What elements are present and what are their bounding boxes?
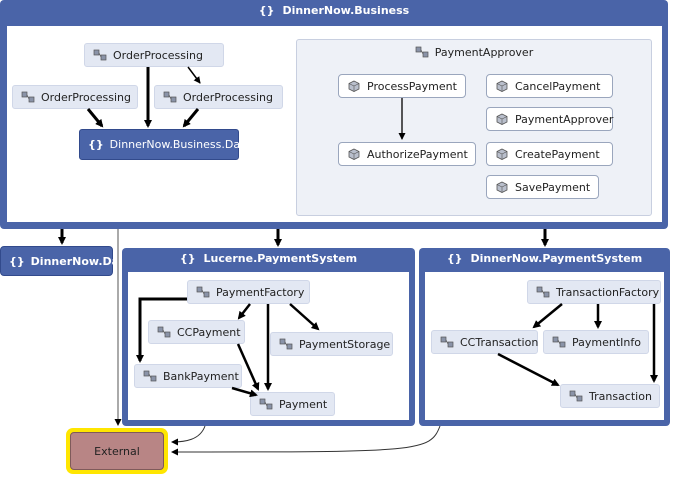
class-icon xyxy=(196,286,210,298)
namespace-icon: {} xyxy=(88,138,104,151)
node-label: CCPayment xyxy=(177,325,241,339)
method-icon xyxy=(496,113,508,125)
node-label: Transaction xyxy=(589,389,652,403)
method-icon xyxy=(496,181,508,193)
class-icon xyxy=(21,91,35,103)
member-payment-approver[interactable]: PaymentApprover xyxy=(486,107,613,131)
group-title-text: DinnerNow.PaymentSystem xyxy=(470,252,643,265)
member-cancel-payment[interactable]: CancelPayment xyxy=(486,74,613,98)
class-icon xyxy=(415,46,429,58)
bank-payment-node[interactable]: BankPayment xyxy=(134,364,242,388)
dinnernow-data-node[interactable]: {} DinnerNow.Data xyxy=(0,246,132,276)
payment-approver-label: PaymentApprover xyxy=(434,46,534,59)
node-label: OrderProcessing xyxy=(41,90,131,104)
member-label: ProcessPayment xyxy=(367,79,457,93)
member-label: CreatePayment xyxy=(515,147,600,161)
payment-info-node[interactable]: PaymentInfo xyxy=(543,330,649,354)
member-label: PaymentApprover xyxy=(515,112,614,126)
method-icon xyxy=(496,148,508,160)
cc-payment-node[interactable]: CCPayment xyxy=(148,320,245,344)
class-icon xyxy=(569,390,583,402)
node-label: OrderProcessing xyxy=(183,90,273,104)
class-icon xyxy=(440,336,454,348)
group-title-text: DinnerNow.Business xyxy=(282,4,410,17)
node-label: BankPayment xyxy=(163,369,239,383)
group-title: {} Lucerne.PaymentSystem xyxy=(122,248,415,270)
edge xyxy=(171,425,206,446)
class-icon xyxy=(157,326,171,338)
node-label: TransactionFactory xyxy=(556,285,660,299)
namespace-icon: {} xyxy=(179,252,196,265)
method-icon xyxy=(348,148,360,160)
node-label: PaymentStorage xyxy=(299,337,391,351)
class-icon xyxy=(536,286,550,298)
method-icon xyxy=(348,80,360,92)
member-authorize-payment[interactable]: AuthorizePayment xyxy=(338,142,476,166)
external-inner: External xyxy=(70,432,164,470)
node-label: DinnerNow.Business.Data xyxy=(109,138,252,151)
class-icon xyxy=(279,338,293,350)
node-label: CCTransaction xyxy=(460,335,539,349)
class-icon xyxy=(143,370,157,382)
node-label: Payment xyxy=(279,397,328,411)
member-label: CancelPayment xyxy=(515,79,601,93)
external-node[interactable]: External xyxy=(66,428,168,474)
member-process-payment[interactable]: ProcessPayment xyxy=(338,74,466,98)
order-processing-top-node[interactable]: OrderProcessing xyxy=(84,43,224,67)
node-label: DinnerNow.Data xyxy=(30,254,132,268)
class-icon xyxy=(552,336,566,348)
group-title-text: Lucerne.PaymentSystem xyxy=(203,252,358,265)
group-title: {} DinnerNow.Business xyxy=(0,0,668,22)
member-label: SavePayment xyxy=(515,180,591,194)
namespace-icon: {} xyxy=(446,252,463,265)
payment-storage-node[interactable]: PaymentStorage xyxy=(270,332,393,356)
node-label: PaymentFactory xyxy=(216,285,305,299)
group-title: {} DinnerNow.PaymentSystem xyxy=(419,248,670,270)
transaction-node[interactable]: Transaction xyxy=(560,384,660,408)
class-icon xyxy=(259,398,273,410)
transaction-factory-node[interactable]: TransactionFactory xyxy=(527,280,661,304)
class-icon xyxy=(93,49,107,61)
order-processing-right-node[interactable]: OrderProcessing xyxy=(154,85,283,109)
payment-factory-node[interactable]: PaymentFactory xyxy=(187,280,310,304)
namespace-icon: {} xyxy=(9,254,25,268)
payment-approver-title: PaymentApprover xyxy=(297,43,651,63)
business-data-node[interactable]: {} DinnerNow.Business.Data xyxy=(79,129,251,160)
class-icon xyxy=(163,91,177,103)
member-save-payment[interactable]: SavePayment xyxy=(486,175,599,199)
order-processing-left-node[interactable]: OrderProcessing xyxy=(12,85,138,109)
namespace-icon: {} xyxy=(258,4,275,17)
node-label: PaymentInfo xyxy=(572,335,641,349)
member-label: AuthorizePayment xyxy=(367,147,468,161)
cc-transaction-node[interactable]: CCTransaction xyxy=(431,330,538,354)
node-label: OrderProcessing xyxy=(113,48,203,62)
payment-node[interactable]: Payment xyxy=(250,392,335,416)
method-icon xyxy=(496,80,508,92)
member-create-payment[interactable]: CreatePayment xyxy=(486,142,613,166)
external-label: External xyxy=(94,444,140,458)
edge xyxy=(171,425,441,456)
